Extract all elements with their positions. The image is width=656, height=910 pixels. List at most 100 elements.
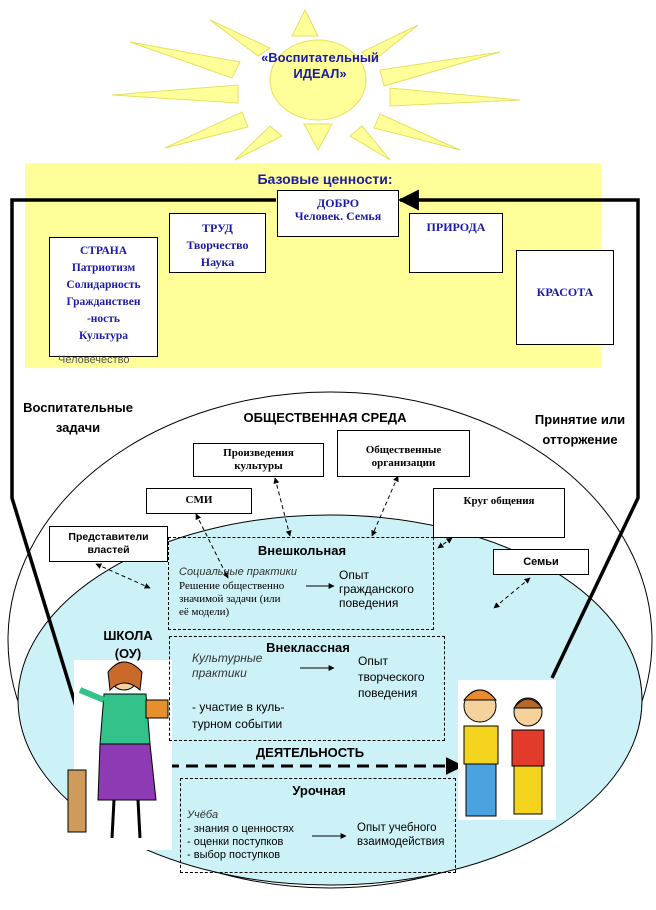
- ideal-line2: ИДЕАЛ»: [293, 66, 347, 81]
- circle-box: Круг общения: [433, 488, 565, 538]
- study-item: - оценки поступков: [187, 836, 284, 848]
- connector-orgs: [371, 475, 399, 537]
- krasota-title: КРАСОТА: [536, 285, 594, 299]
- strana-line: Культура: [78, 330, 128, 342]
- acceptance-label: Принятие или отторжение: [510, 410, 650, 450]
- connector-media: [195, 513, 229, 579]
- dobro-box: ДОБРО Человек. Семья: [277, 190, 399, 237]
- social-desc-line: её модели): [179, 606, 230, 618]
- sun-ray: [389, 87, 521, 107]
- strana-box: СТРАНА Патриотизм Солидарность Гражданст…: [49, 237, 158, 357]
- sun-rays: [111, 8, 521, 161]
- sun-disc: [269, 39, 367, 121]
- media-box: СМИ: [146, 488, 252, 514]
- public-orgs-box: Общественные организации: [337, 430, 470, 477]
- tasks-line: [10, 198, 276, 781]
- creative-experience-line: Опыт: [358, 654, 388, 668]
- authorities-line1: Представители: [68, 531, 149, 543]
- sun-ray: [291, 8, 319, 37]
- ideal-title: «Воспитательный ИДЕАЛ»: [250, 50, 390, 82]
- culture-works-box: Произведения культуры: [193, 443, 324, 477]
- acceptance-line: [397, 189, 640, 679]
- sun-ray: [361, 24, 419, 63]
- sun-ray: [209, 19, 272, 57]
- public-orgs-line2: организации: [371, 457, 436, 469]
- authorities-line2: властей: [87, 544, 130, 556]
- creative-experience: Опыт творческого поведения: [358, 653, 444, 701]
- extracurricular-out-box: Внешкольная Социальные практики Решение …: [168, 537, 434, 630]
- connector-culture: [273, 477, 292, 537]
- trud-line1: Творчество: [186, 238, 249, 252]
- civic-experience-line: поведения: [339, 596, 399, 610]
- strana-line: Патриотизм: [71, 262, 136, 274]
- lesson-title: Урочная: [292, 783, 346, 798]
- sun-ray: [111, 84, 239, 104]
- creative-experience-line: творческого: [358, 670, 425, 684]
- acceptance-label-line1: Принятие или: [534, 412, 626, 427]
- civic-experience-line: гражданского: [339, 582, 414, 596]
- authorities-box: Представители властей: [49, 526, 168, 562]
- strana-line: -ность: [86, 313, 121, 325]
- strana-line: Гражданствен: [66, 296, 141, 308]
- school-label-line2: (ОУ): [114, 646, 142, 661]
- connector-circle: [437, 537, 453, 549]
- tasks-label-line2: задачи: [55, 420, 101, 435]
- trud-box: ТРУД Творчество Наука: [169, 213, 266, 273]
- study-label: Учёба: [187, 809, 219, 821]
- strana-line: Солидарность: [66, 279, 141, 291]
- connector-authorities: [95, 563, 151, 589]
- extracurricular-out-title: Внешкольная: [257, 543, 347, 558]
- trud-line2: Наука: [200, 255, 235, 269]
- social-practice-desc: Решение общественно значимой задачи (или…: [179, 580, 309, 619]
- study-items: - знания о ценностях - оценки поступков …: [187, 823, 327, 862]
- social-desc-line: значимой задачи (или: [179, 593, 281, 605]
- cultural-desc-line: - участие в куль-: [192, 700, 285, 714]
- strana-title: СТРАНА: [79, 245, 128, 257]
- cultural-practice-desc: - участие в куль- турном событии: [192, 699, 285, 733]
- creative-experience-line: поведения: [358, 686, 418, 700]
- culture-works-line1: Произведения: [223, 447, 294, 459]
- study-experience-line: взаимодействия: [357, 836, 445, 848]
- school-label: ШКОЛА (ОУ): [88, 627, 168, 663]
- cultural-desc-line: турном событии: [192, 717, 283, 731]
- krasota-box: КРАСОТА: [516, 250, 614, 345]
- children-figure: [458, 680, 556, 820]
- sun-ray: [379, 51, 501, 87]
- civic-experience: Опыт гражданского поведения: [339, 568, 431, 610]
- school-label-line1: ШКОЛА: [103, 628, 153, 643]
- cultural-practice-line: практики: [192, 666, 247, 680]
- public-orgs-line1: Общественные: [365, 444, 442, 456]
- base-values-title: Базовые ценности:: [257, 171, 393, 187]
- priroda-title: ПРИРОДА: [426, 220, 486, 234]
- dobro-title: ДОБРО: [316, 196, 360, 210]
- civic-experience-line: Опыт: [339, 568, 369, 582]
- strana-overflow: Человечество: [58, 354, 130, 366]
- sun-ray: [129, 41, 241, 79]
- study-experience: Опыт учебного взаимодействия: [357, 821, 455, 849]
- connector-families: [493, 577, 531, 609]
- tasks-label-line1: Воспитательные: [23, 400, 133, 415]
- sun-ray: [234, 125, 283, 161]
- social-desc-line: Решение общественно: [179, 580, 285, 592]
- culture-works-line2: культуры: [234, 460, 283, 472]
- cultural-practice-line: Культурные: [192, 651, 263, 665]
- extracurricular-in-box: Внеклассная Культурные практики - участи…: [169, 636, 445, 741]
- social-practice-label: Социальные практики: [179, 566, 297, 578]
- extracurricular-in-title: Внеклассная: [266, 640, 350, 655]
- priroda-box: ПРИРОДА: [409, 213, 503, 273]
- activity-label: ДЕЯТЕЛЬНОСТЬ: [255, 745, 365, 760]
- study-item: - знания о ценностях: [187, 823, 294, 835]
- sun-ray: [349, 125, 391, 161]
- sun-ray: [164, 111, 249, 149]
- study-experience-line: Опыт учебного: [357, 822, 437, 834]
- ideal-line1: «Воспитательный: [261, 50, 379, 65]
- tasks-label: Воспитательные задачи: [8, 398, 148, 438]
- dobro-sub: Человек. Семья: [294, 209, 382, 223]
- cultural-practice-label: Культурные практики: [192, 651, 262, 681]
- study-item: - выбор поступков: [187, 849, 281, 861]
- sun-ray: [373, 113, 461, 151]
- families-box: Семьи: [493, 549, 589, 575]
- environment-title: ОБЩЕСТВЕННАЯ СРЕДА: [243, 410, 407, 425]
- lesson-box: Урочная Учёба - знания о ценностях - оце…: [180, 778, 456, 873]
